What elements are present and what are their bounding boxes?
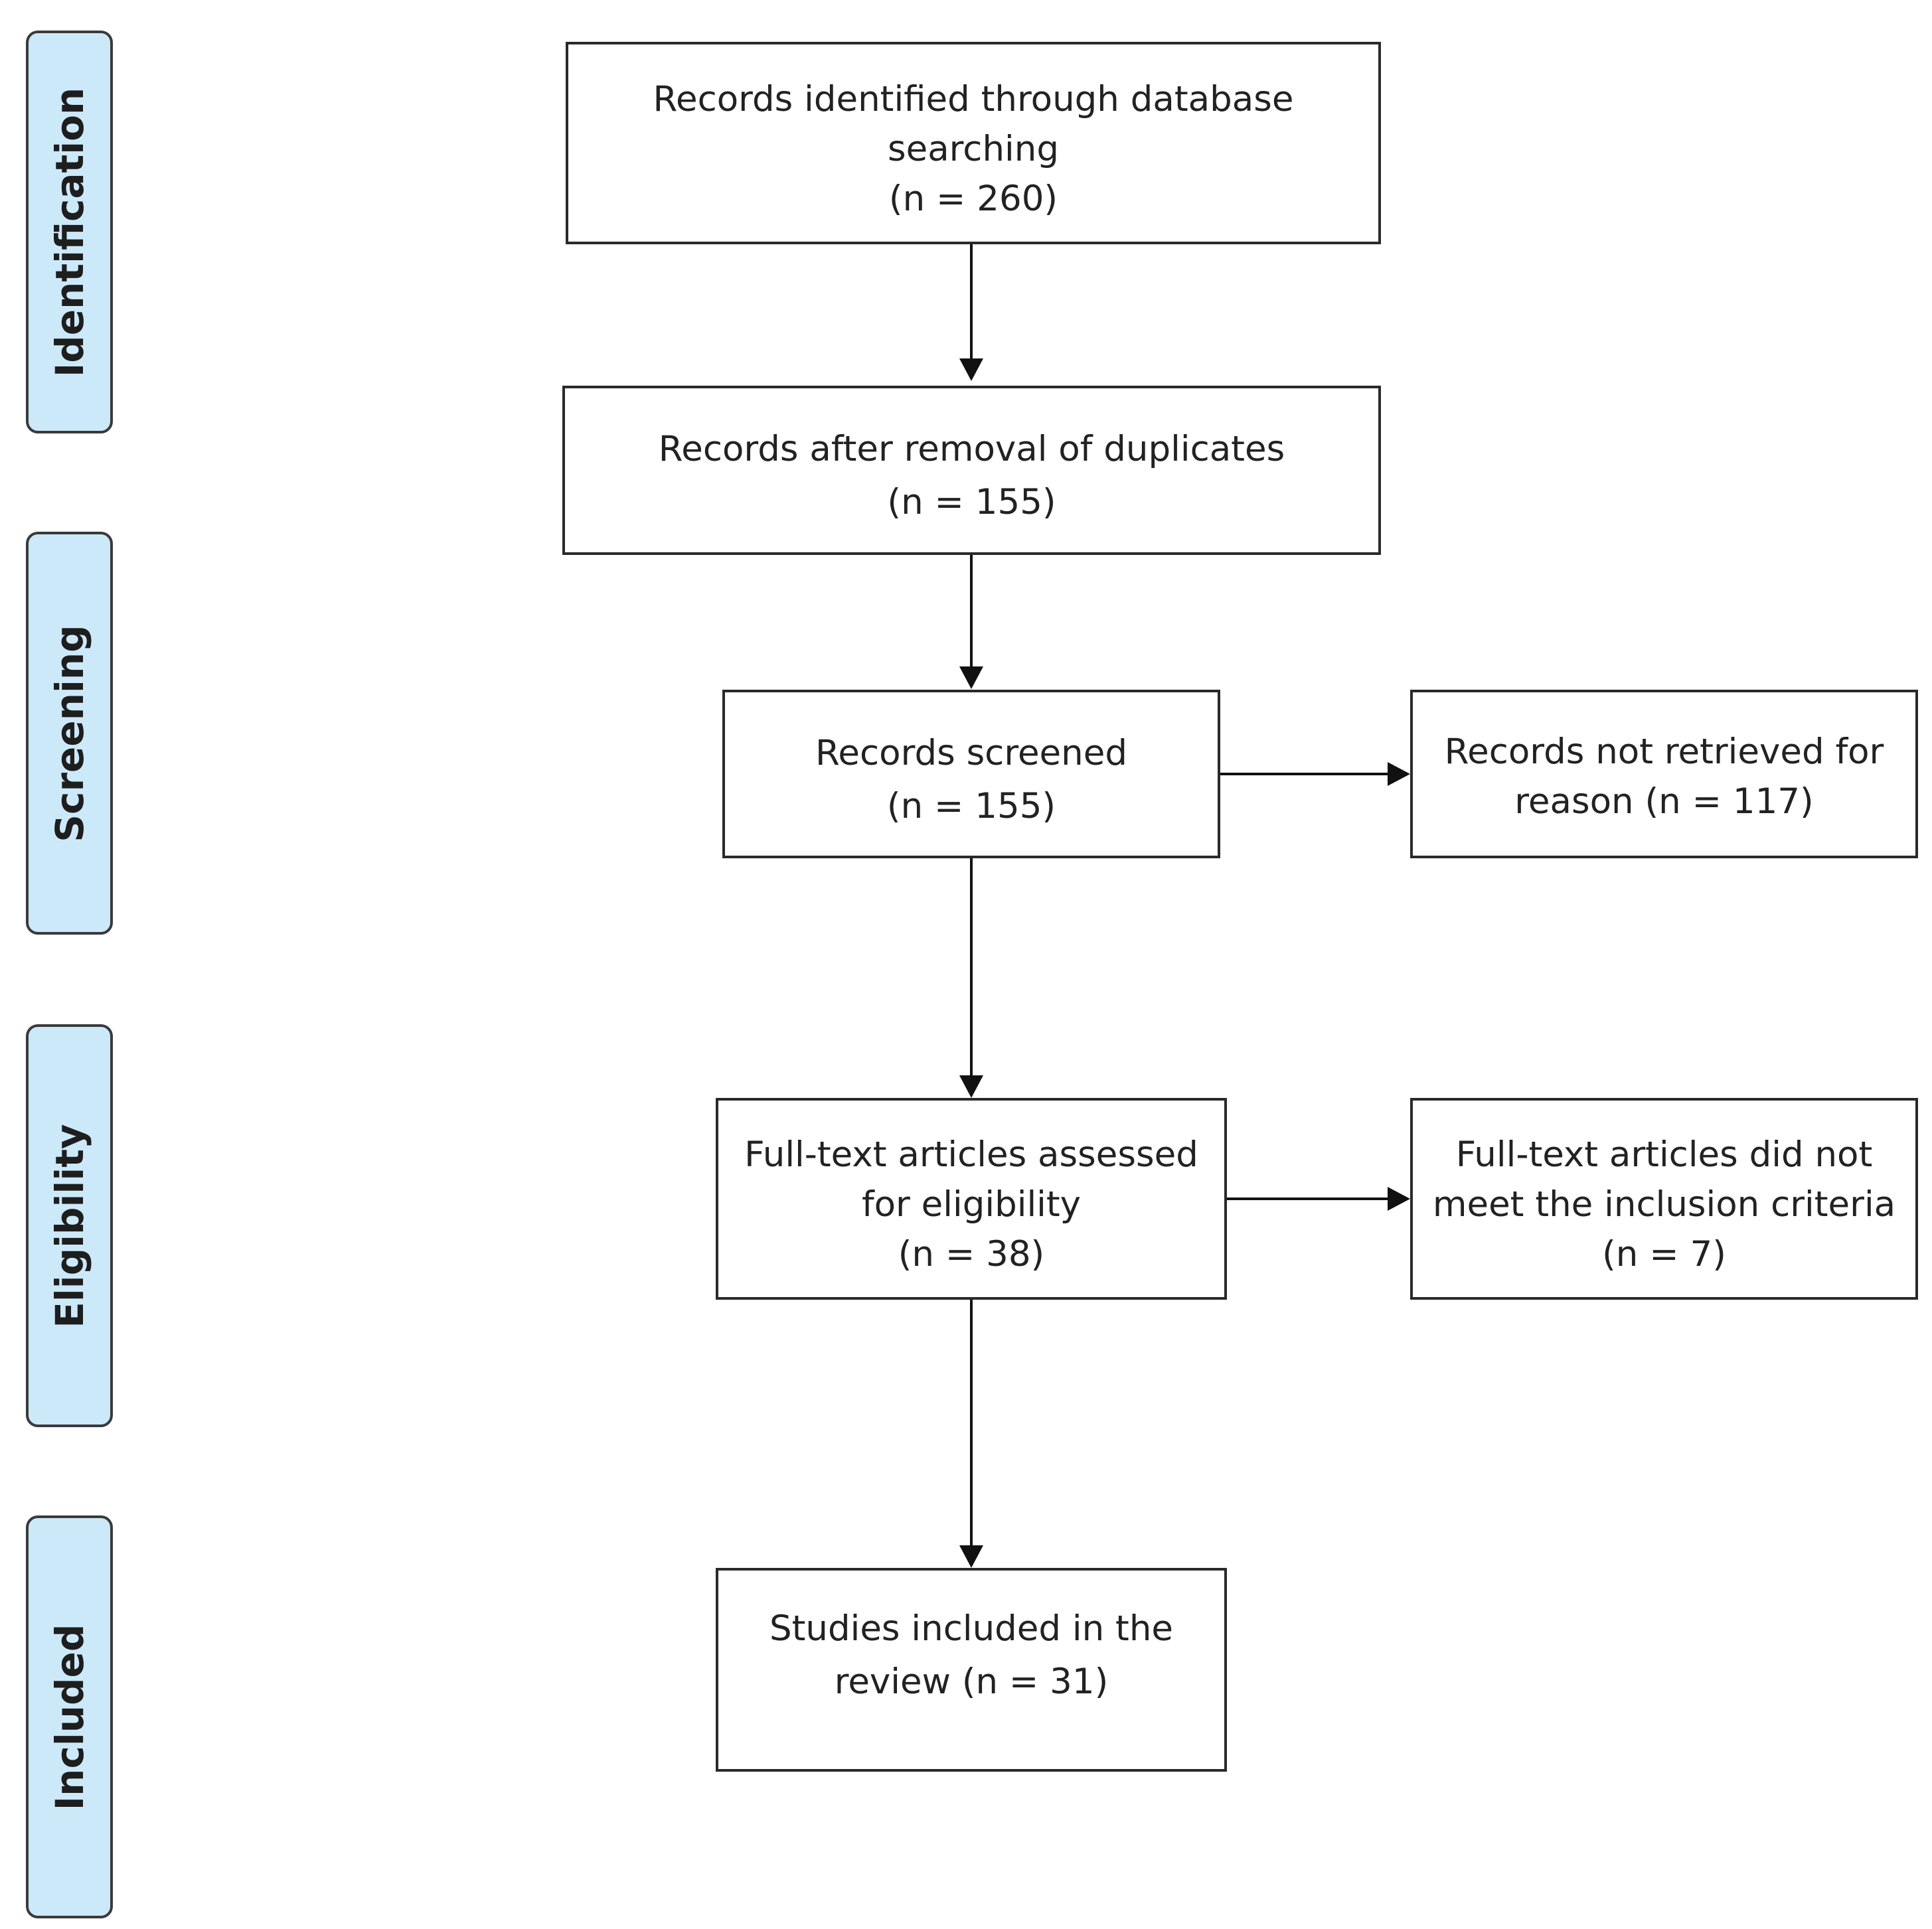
phase-eligibility: Eligibility xyxy=(26,1024,113,1427)
box-records-identified-line1: Records identified through database xyxy=(653,79,1294,119)
arrowhead-screened-to-not-retrieved xyxy=(1388,762,1410,786)
box-records-identified: Records identified through database sear… xyxy=(566,42,1381,244)
box-full-text-excluded-line2: meet the inclusion criteria xyxy=(1432,1184,1896,1225)
box-studies-included-line2: review (n = 31) xyxy=(834,1661,1109,1702)
box-full-text-assessed-line3: (n = 38) xyxy=(898,1234,1045,1274)
box-records-screened-line2: (n = 155) xyxy=(886,786,1056,826)
arrowhead-assessed-to-excluded xyxy=(1388,1187,1410,1211)
box-studies-included: Studies included in the review (n = 31) xyxy=(716,1568,1227,1772)
box-after-duplicates: Records after removal of duplicates (n =… xyxy=(562,386,1381,555)
box-records-not-retrieved: Records not retrieved for reason (n = 11… xyxy=(1410,690,1918,858)
box-full-text-excluded-line1: Full-text articles did not xyxy=(1455,1134,1873,1175)
arrowhead-duplicates-to-screened xyxy=(959,666,983,689)
box-records-identified-line2: searching xyxy=(887,129,1059,169)
box-after-duplicates-line2: (n = 155) xyxy=(887,482,1056,522)
phase-included: Included xyxy=(26,1515,113,1918)
box-full-text-assessed: Full-text articles assessed for eligibil… xyxy=(716,1098,1227,1300)
box-records-screened-line1: Records screened xyxy=(815,733,1127,773)
box-records-screened: Records screened (n = 155) xyxy=(722,690,1220,858)
box-records-not-retrieved-line1: Records not retrieved for xyxy=(1444,732,1884,772)
phase-screening: Screening xyxy=(26,532,113,935)
arrowhead-identified-to-duplicates xyxy=(959,358,983,381)
box-records-identified-line3: (n = 260) xyxy=(888,179,1058,219)
arrowhead-assessed-to-included xyxy=(959,1545,983,1568)
box-full-text-excluded-line3: (n = 7) xyxy=(1602,1234,1726,1274)
arrowhead-screened-to-assessed xyxy=(959,1075,983,1098)
box-records-not-retrieved-line2: reason (n = 117) xyxy=(1514,781,1814,822)
box-full-text-assessed-line2: for eligibility xyxy=(861,1184,1082,1225)
box-full-text-assessed-line1: Full-text articles assessed xyxy=(744,1134,1198,1175)
phase-identification: Identification xyxy=(26,31,113,433)
box-studies-included-line1: Studies included in the xyxy=(769,1608,1174,1649)
box-after-duplicates-line1: Records after removal of duplicates xyxy=(658,429,1285,469)
box-full-text-excluded: Full-text articles did not meet the incl… xyxy=(1410,1098,1918,1300)
